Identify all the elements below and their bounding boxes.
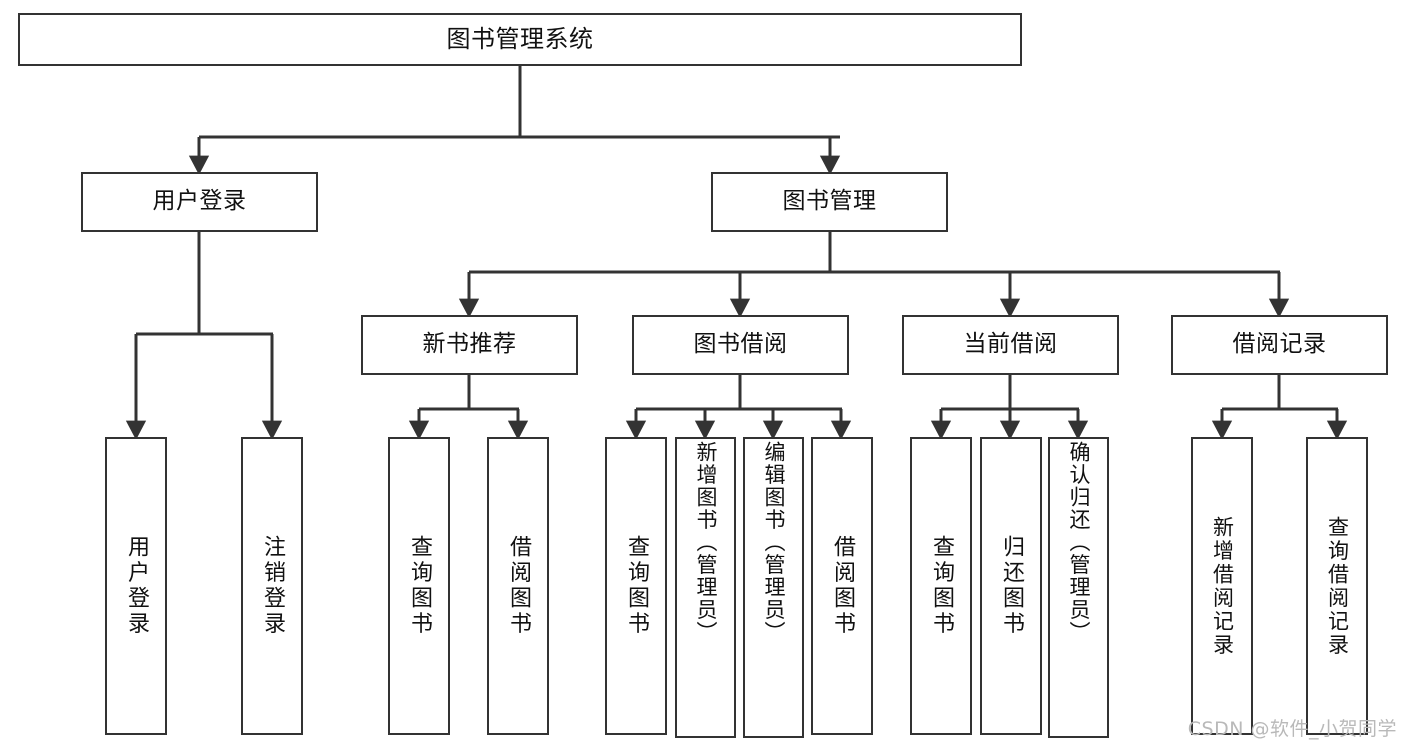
leaf-book-borrow-query-book[interactable]: 查询图书	[605, 437, 667, 735]
node-label: 借阅图书	[506, 535, 531, 637]
node-label: 图书管理	[782, 188, 877, 215]
node-label: 图书管理系统	[446, 25, 594, 54]
node-label: 确认归还（管理员）	[1067, 441, 1091, 644]
node-label: 查询图书	[407, 535, 432, 637]
leaf-current-borrow-confirm-return-admin[interactable]: 确认归还（管理员）	[1048, 437, 1109, 738]
node-label: 用户登录	[124, 535, 149, 637]
leaf-book-borrow-edit-book-admin[interactable]: 编辑图书（管理员）	[743, 437, 804, 738]
node-borrow-record[interactable]: 借阅记录	[1171, 315, 1388, 375]
node-label: 注销登录	[260, 535, 285, 637]
node-new-book-recommend[interactable]: 新书推荐	[361, 315, 578, 375]
node-label: 用户登录	[152, 188, 247, 215]
node-label: 查询图书	[929, 535, 954, 637]
node-book-borrow[interactable]: 图书借阅	[632, 315, 849, 375]
leaf-user-login-logout[interactable]: 注销登录	[241, 437, 303, 735]
leaf-current-borrow-query-book[interactable]: 查询图书	[910, 437, 972, 735]
node-label: 新书推荐	[422, 331, 517, 358]
csdn-watermark: CSDN @软件_小贺同学	[1187, 718, 1397, 740]
leaf-borrow-record-query-record[interactable]: 查询借阅记录	[1306, 437, 1368, 735]
node-label: 借阅记录	[1232, 331, 1327, 358]
node-book-management[interactable]: 图书管理	[711, 172, 948, 232]
node-root-book-management-system[interactable]: 图书管理系统	[18, 13, 1022, 66]
node-label: 查询借阅记录	[1325, 515, 1350, 657]
leaf-new-book-query-book[interactable]: 查询图书	[388, 437, 450, 735]
node-label: 归还图书	[999, 535, 1024, 637]
node-label: 查询图书	[624, 535, 649, 637]
leaf-book-borrow-add-book-admin[interactable]: 新增图书（管理员）	[675, 437, 736, 738]
leaf-user-login-login[interactable]: 用户登录	[105, 437, 167, 735]
node-label: 当前借阅	[963, 331, 1058, 358]
node-user-login[interactable]: 用户登录	[81, 172, 318, 232]
leaf-book-borrow-borrow-book[interactable]: 借阅图书	[811, 437, 873, 735]
node-current-borrow[interactable]: 当前借阅	[902, 315, 1119, 375]
leaf-current-borrow-return-book[interactable]: 归还图书	[980, 437, 1042, 735]
node-label: 编辑图书（管理员）	[762, 441, 786, 644]
node-label: 新增借阅记录	[1210, 515, 1235, 657]
node-label: 借阅图书	[830, 535, 855, 637]
node-label: 新增图书（管理员）	[694, 441, 718, 644]
node-label: 图书借阅	[693, 331, 788, 358]
leaf-new-book-borrow-book[interactable]: 借阅图书	[487, 437, 549, 735]
leaf-borrow-record-add-record[interactable]: 新增借阅记录	[1191, 437, 1253, 735]
